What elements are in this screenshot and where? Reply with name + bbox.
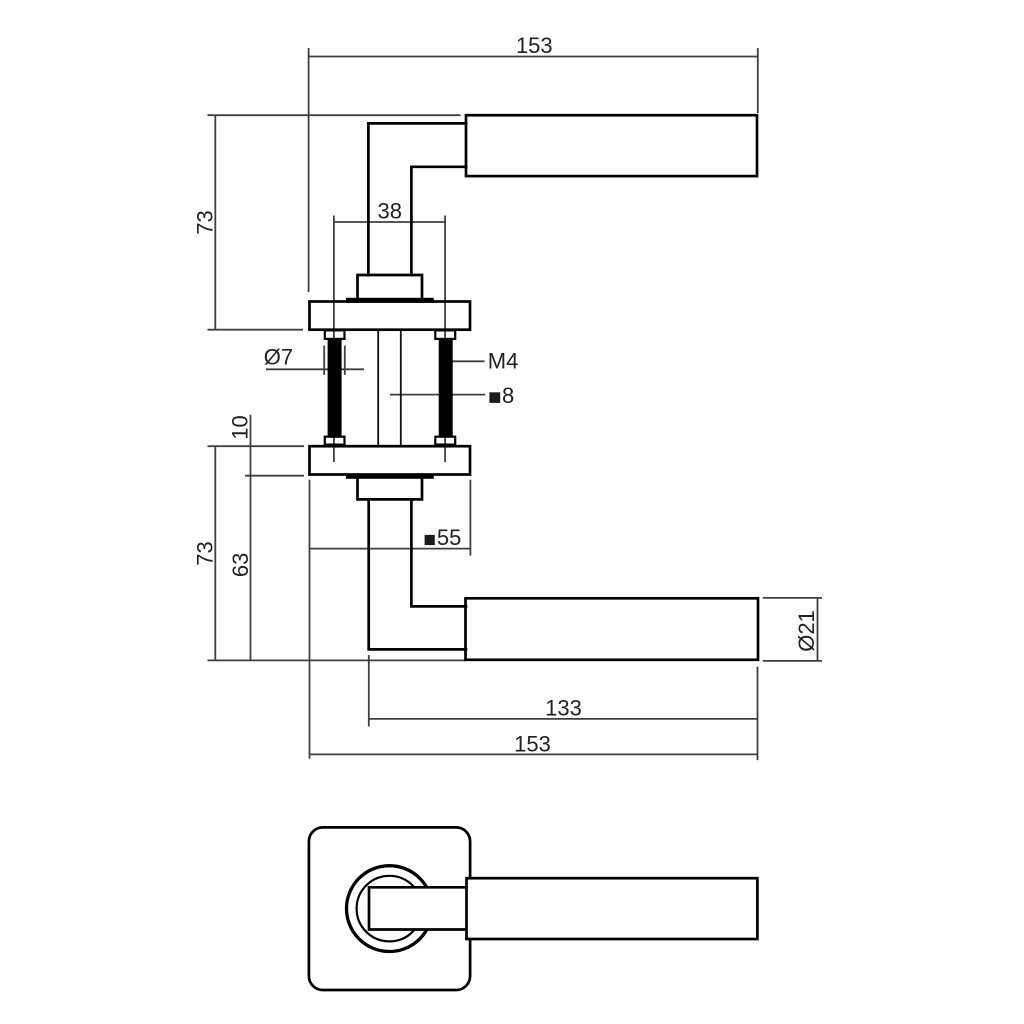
svg-text:10: 10: [228, 415, 253, 439]
svg-text:133: 133: [545, 695, 582, 720]
svg-text:M4: M4: [488, 349, 519, 374]
svg-text:73: 73: [193, 541, 218, 565]
svg-text:153: 153: [514, 732, 551, 757]
svg-text:153: 153: [516, 33, 553, 58]
svg-text:8: 8: [502, 383, 514, 408]
svg-text:38: 38: [377, 199, 401, 224]
svg-text:73: 73: [193, 210, 218, 234]
svg-text:Ø21: Ø21: [794, 610, 819, 652]
svg-text:55: 55: [437, 525, 461, 550]
svg-text:Ø7: Ø7: [264, 345, 293, 370]
svg-text:63: 63: [228, 553, 253, 577]
